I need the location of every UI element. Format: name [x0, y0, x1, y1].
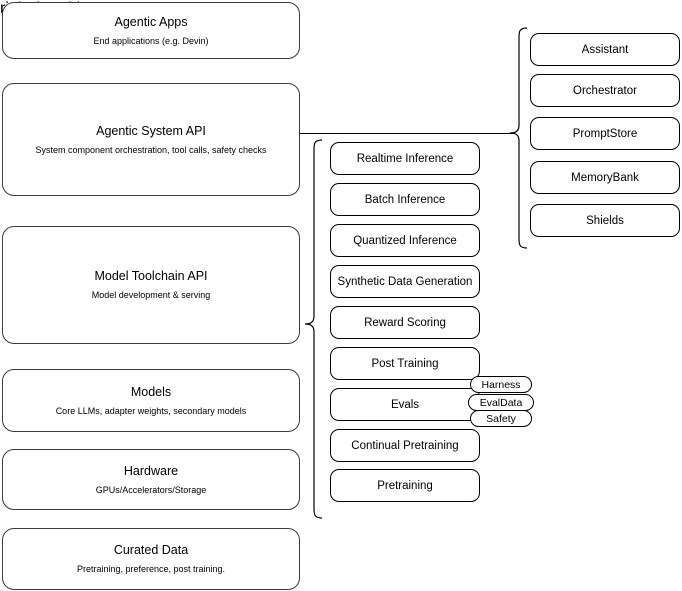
stack-layer-curated-data[interactable]: Curated Data Pretraining, preference, po…: [2, 528, 300, 590]
stack-layer-hardware[interactable]: Hardware GPUs/Accelerators/Storage: [2, 449, 300, 510]
toolchain-node-batch-inference[interactable]: Batch Inference: [330, 183, 480, 216]
agentic-component-assistant[interactable]: Assistant: [530, 33, 680, 66]
layer-subtitle: GPUs/Accelerators/Storage: [95, 484, 207, 495]
layer-title: Hardware: [123, 463, 179, 478]
layer-title: Curated Data: [113, 543, 189, 558]
stack-layer-agentic-system-api[interactable]: Agentic System API System component orch…: [2, 83, 300, 196]
layer-title: Model Toolchain API: [94, 269, 208, 284]
toolchain-brace: [304, 139, 323, 519]
evals-tag-evaldata[interactable]: EvalData: [468, 394, 534, 411]
stack-layer-models[interactable]: Models Core LLMs, adapter weights, secon…: [2, 369, 300, 432]
evals-tag-harness[interactable]: Harness: [470, 376, 532, 393]
layer-subtitle: Core LLMs, adapter weights, secondary mo…: [55, 405, 247, 416]
agentic-component-shields[interactable]: Shields: [530, 204, 680, 237]
toolchain-node-realtime-inference[interactable]: Realtime Inference: [330, 142, 480, 175]
toolchain-node-quantized-inference[interactable]: Quantized Inference: [330, 224, 480, 257]
toolchain-node-evals[interactable]: Evals: [330, 388, 480, 421]
layer-subtitle: System component orchestration, tool cal…: [35, 144, 267, 155]
toolchain-node-post-training[interactable]: Post Training: [330, 347, 480, 380]
layer-title: Agentic System API: [96, 123, 206, 138]
toolchain-node-synthetic-data-generation[interactable]: Synthetic Data Generation: [330, 265, 480, 298]
toolchain-node-reward-scoring[interactable]: Reward Scoring: [330, 306, 480, 339]
agentic-components-brace: [509, 27, 528, 249]
stack-layer-model-toolchain-api[interactable]: Model Toolchain API Model development & …: [2, 226, 300, 344]
agentic-component-memorybank[interactable]: MemoryBank: [530, 161, 680, 194]
connector-system-api-to-components: [300, 133, 515, 134]
toolchain-node-continual-pretraining[interactable]: Continual Pretraining: [330, 429, 480, 462]
layer-title: Agentic Apps: [114, 14, 188, 29]
agentic-component-promptstore[interactable]: PromptStore: [530, 117, 680, 150]
evals-tag-safety[interactable]: Safety: [470, 410, 532, 427]
layer-subtitle: Model development & serving: [91, 290, 211, 301]
toolchain-node-pretraining[interactable]: Pretraining: [330, 469, 480, 502]
stack-layer-agentic-apps[interactable]: Agentic Apps End applications (e.g. Devi…: [2, 2, 300, 59]
layer-subtitle: End applications (e.g. Devin): [93, 35, 209, 46]
layer-subtitle: Pretraining, preference, post training.: [76, 564, 226, 575]
agentic-component-orchestrator[interactable]: Orchestrator: [530, 74, 680, 107]
layer-title: Models: [130, 384, 172, 399]
